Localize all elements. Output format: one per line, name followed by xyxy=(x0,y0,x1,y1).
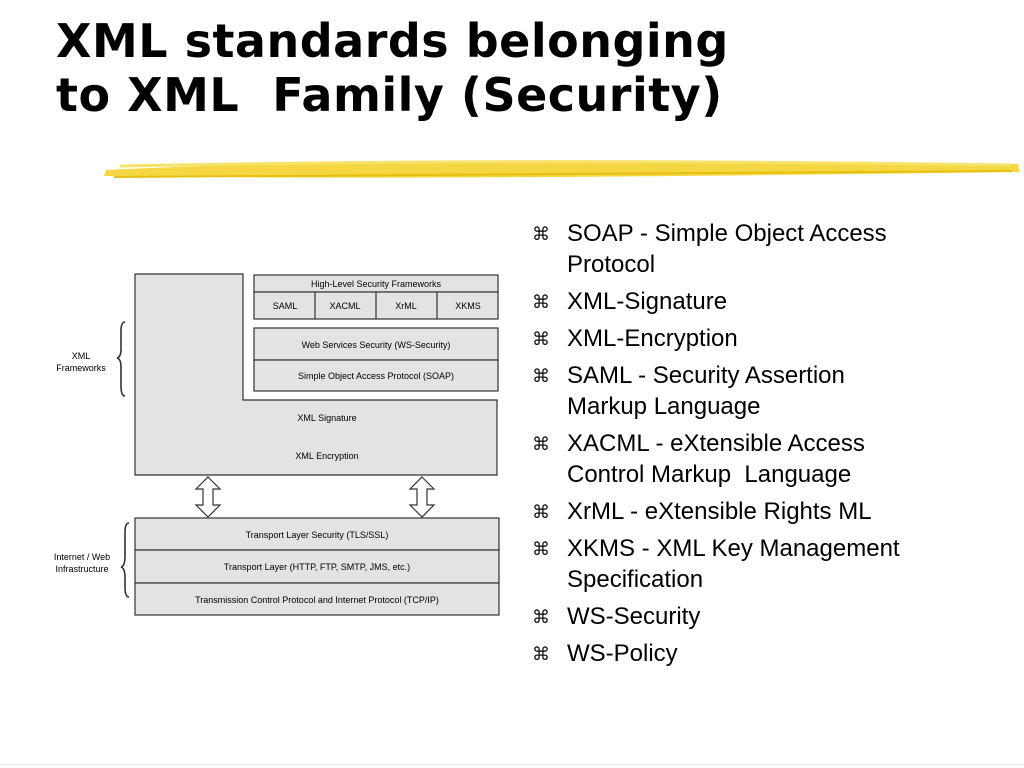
command-key-icon: ⌘ xyxy=(532,434,550,455)
bullet-text: XACML - eXtensible Access xyxy=(567,430,865,457)
command-key-icon: ⌘ xyxy=(532,502,550,523)
ws-security-box: Web Services Security (WS-Security) xyxy=(302,340,451,350)
command-key-icon: ⌘ xyxy=(532,329,550,350)
bullet-text-continued: Protocol xyxy=(567,251,656,278)
transport-layer-box: Transport Layer (HTTP, FTP, SMTP, JMS, e… xyxy=(224,562,410,572)
bullet-item: ⌘ WS-Policy xyxy=(532,638,1012,669)
bullet-text: WS-Security xyxy=(567,603,701,630)
bullet-text: XrML - eXtensible Rights ML xyxy=(567,498,872,525)
bullet-text: SOAP - Simple Object Access xyxy=(567,220,887,247)
slide-title-line-1: XML standards belonging xyxy=(56,14,729,68)
command-key-icon: ⌘ xyxy=(532,366,550,387)
slide-title: XML standards belonging to XML Family (S… xyxy=(56,14,729,122)
xkms-box: XKMS xyxy=(455,301,481,311)
xrml-box: XrML xyxy=(395,301,417,311)
xml-encryption-label: XML Encryption xyxy=(295,451,358,461)
xml-signature-label: XML Signature xyxy=(297,413,356,423)
xml-frameworks-label-line-1: XML xyxy=(72,351,91,361)
tls-box: Transport Layer Security (TLS/SSL) xyxy=(246,530,389,540)
bullet-text: XKMS - XML Key Management xyxy=(567,535,900,562)
xacml-box: XACML xyxy=(329,301,360,311)
bullet-item: ⌘ WS-Security xyxy=(532,601,1012,632)
xml-security-stack-diagram: High-Level Security Frameworks SAML XACM… xyxy=(45,265,510,625)
bullet-text: SAML - Security Assertion xyxy=(567,362,845,389)
bullet-text-continued: Specification xyxy=(567,566,704,593)
slide-title-line-2: to XML Family (Security) xyxy=(56,68,723,122)
bullet-item: ⌘ XML-Signature xyxy=(532,286,1012,317)
bullet-text-continued: Control Markup Language xyxy=(567,461,852,488)
highlighter-underline xyxy=(104,160,1020,178)
high-level-frameworks-label: High-Level Security Frameworks xyxy=(311,279,442,289)
command-key-icon: ⌘ xyxy=(532,292,550,313)
bullet-item: ⌘ XrML - eXtensible Rights ML xyxy=(532,496,1012,527)
internet-label-line-2: Infrastructure xyxy=(55,564,108,574)
bullet-text: XML-Encryption xyxy=(567,325,738,352)
command-key-icon: ⌘ xyxy=(532,644,550,665)
command-key-icon: ⌘ xyxy=(532,224,550,245)
soap-box: Simple Object Access Protocol (SOAP) xyxy=(298,371,454,381)
bullet-text-continued: Markup Language xyxy=(567,393,761,420)
bullet-text: XML-Signature xyxy=(567,288,728,315)
command-key-icon: ⌘ xyxy=(532,607,550,628)
xml-frameworks-label-line-2: Frameworks xyxy=(56,363,106,373)
internet-label-line-1: Internet / Web xyxy=(54,552,110,562)
command-key-icon: ⌘ xyxy=(532,539,550,560)
slide-bottom-divider xyxy=(0,764,1024,765)
bullet-text: WS-Policy xyxy=(567,640,678,667)
bullet-item: ⌘ XML-Encryption xyxy=(532,323,1012,354)
tcpip-box: Transmission Control Protocol and Intern… xyxy=(195,595,439,605)
saml-box: SAML xyxy=(273,301,298,311)
